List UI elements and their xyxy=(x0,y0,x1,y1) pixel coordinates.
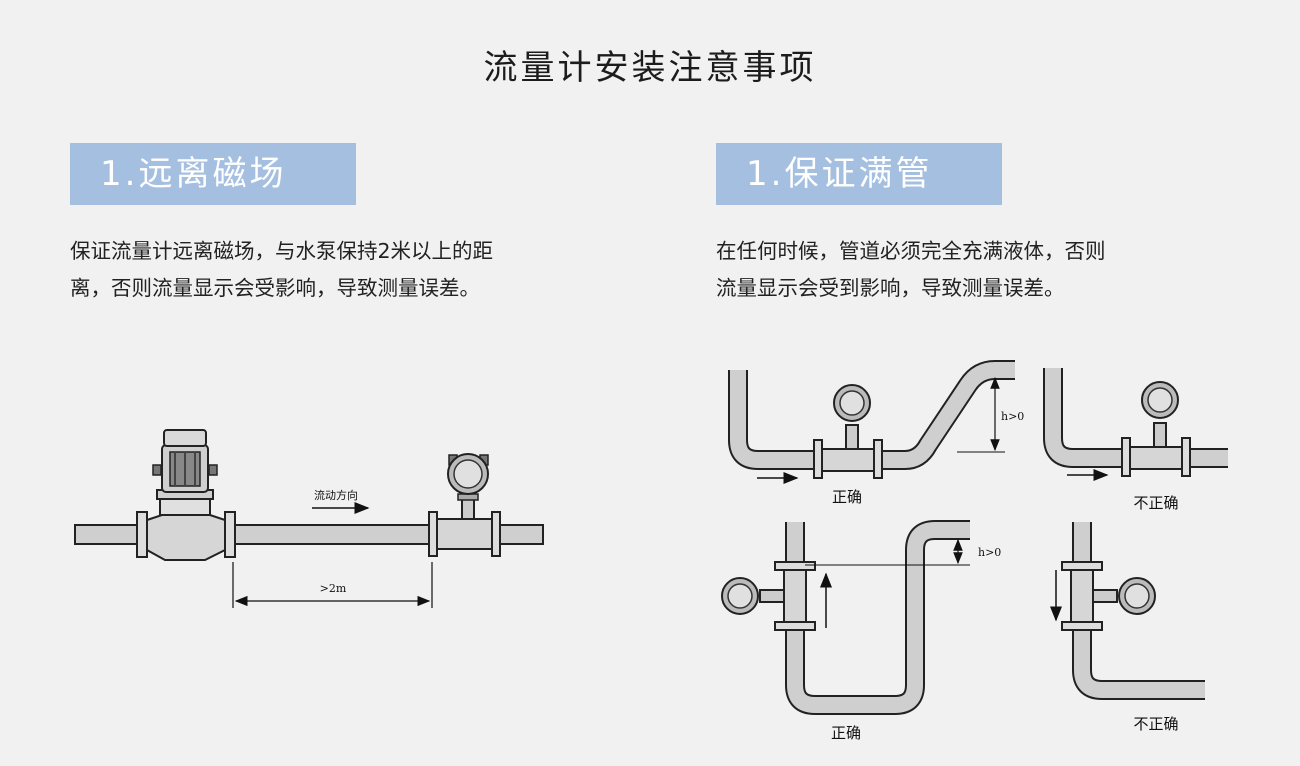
incorrect-label-2: 不正确 xyxy=(1133,715,1178,733)
correct-label-2: 正确 xyxy=(831,724,861,742)
left-description: 保证流量计远离磁场，与水泵保持2米以上的距 离，否则流量显示会受影响，导致测量误… xyxy=(70,233,493,307)
page-title: 流量计安装注意事项 xyxy=(483,48,817,88)
pump-icon xyxy=(136,429,236,561)
flow-direction-label: 流动方向 xyxy=(314,488,358,502)
left-description-line-1: 保证流量计远离磁场，与水泵保持2米以上的距 xyxy=(70,239,494,263)
diagram-correct-2: h>0 正确 xyxy=(721,520,1001,742)
height-label-2: h>0 xyxy=(978,546,1001,559)
correct-label-1: 正确 xyxy=(832,488,862,506)
diagram-correct-1: h>0 正确 xyxy=(728,360,1024,506)
right-description-line-2: 流量显示会受到影响，导致测量误差。 xyxy=(716,276,1065,300)
right-description: 在任何时候，管道必须完全充满液体，否则 流量显示会受到影响，导致测量误差。 xyxy=(716,233,1106,307)
height-label: h>0 xyxy=(1001,410,1024,423)
diagram-incorrect-2: 不正确 xyxy=(1050,522,1205,733)
diagram-incorrect-1: 不正确 xyxy=(1043,368,1228,512)
section-header-magnetic: 1.远离磁场 xyxy=(70,143,356,205)
incorrect-label-1: 不正确 xyxy=(1133,494,1178,512)
left-description-line-2: 离，否则流量显示会受影响，导致测量误差。 xyxy=(70,276,480,300)
distance-label: >2m xyxy=(320,582,347,595)
section-header-full-pipe: 1.保证满管 xyxy=(716,143,1002,205)
right-description-line-1: 在任何时候，管道必须完全充满液体，否则 xyxy=(716,239,1106,263)
flowmeter-icon xyxy=(428,453,501,557)
